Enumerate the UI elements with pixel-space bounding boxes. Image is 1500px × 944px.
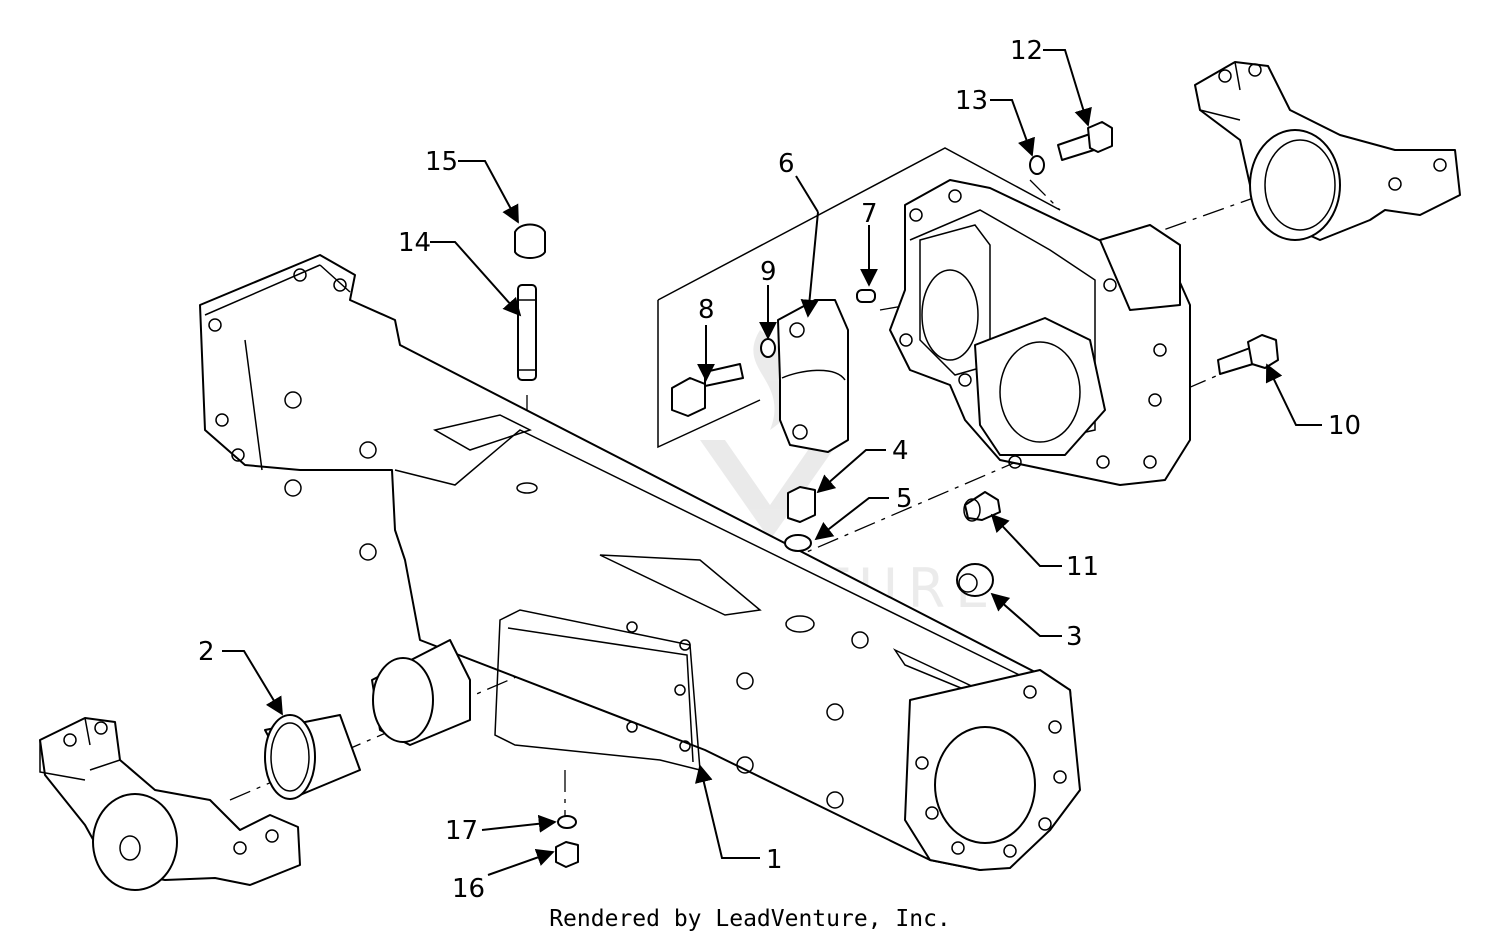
oil-seal [956, 563, 994, 597]
callout-8: 8 [698, 295, 715, 325]
leader-15 [458, 160, 519, 224]
callout-3: 3 [1066, 622, 1083, 652]
callout-labels: 1 2 3 4 5 6 7 8 9 10 11 12 13 14 15 16 1… [198, 36, 1361, 904]
drain-washer [557, 815, 577, 829]
gasket-washer [784, 534, 812, 552]
leader-10 [1265, 363, 1322, 426]
callout-10: 10 [1328, 411, 1361, 441]
callout-2: 2 [198, 637, 215, 667]
leader-6b [800, 211, 819, 318]
callout-4: 4 [892, 436, 909, 466]
leader-3 [990, 592, 1062, 637]
axle-support-bracket-left [39, 717, 301, 891]
callout-11: 11 [1066, 552, 1099, 582]
breather-tube [517, 284, 537, 381]
sleeve-bushing [963, 491, 1001, 522]
leader-6 [795, 175, 819, 213]
dowel-pin [856, 289, 876, 303]
callout-13: 13 [955, 86, 988, 116]
axle-support-bracket-right [1194, 61, 1461, 241]
lock-washer [760, 338, 776, 358]
callout-9: 9 [760, 257, 777, 287]
bushing [264, 714, 361, 800]
cap-bolt [671, 363, 744, 417]
callout-7: 7 [861, 199, 878, 229]
leader-11 [990, 513, 1062, 567]
callout-16: 16 [452, 874, 485, 904]
leader-14 [430, 241, 522, 317]
leader-12 [1043, 49, 1092, 127]
leader-2 [222, 650, 283, 716]
leader-1 [695, 764, 760, 859]
breather-cap [514, 223, 546, 259]
leader-5 [814, 497, 889, 541]
callout-15: 15 [425, 147, 458, 177]
mounting-bolt [1057, 121, 1113, 161]
flange-bolt [1217, 334, 1279, 375]
callout-6: 6 [778, 149, 795, 179]
bearing-cap [777, 299, 849, 453]
axle-housing [199, 254, 1081, 871]
leader-13 [990, 99, 1035, 157]
callout-12: 12 [1010, 36, 1043, 66]
washer [1029, 155, 1045, 175]
callout-17: 17 [445, 816, 478, 846]
callout-5: 5 [896, 484, 913, 514]
footer-credit: Rendered by LeadVenture, Inc. [549, 906, 951, 932]
leader-lines [222, 49, 1322, 876]
leader-17 [481, 814, 557, 833]
drain-plug [555, 841, 579, 868]
callout-1: 1 [766, 845, 783, 875]
kit-group-outline [657, 147, 1061, 449]
differential-carrier [889, 179, 1191, 486]
leader-16 [487, 848, 555, 876]
callout-14: 14 [398, 228, 431, 258]
leader-4 [816, 449, 886, 494]
plug [787, 486, 816, 523]
